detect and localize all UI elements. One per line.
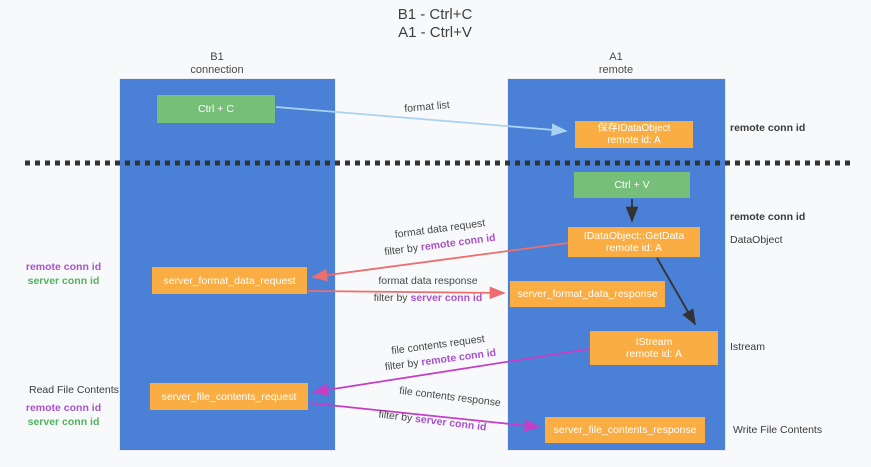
- node-ctrl-v: Ctrl + V: [574, 172, 690, 198]
- annotation-left-conn-ids-mid: remote conn id server conn id: [16, 261, 111, 288]
- label-filter-format-response: filter by server conn id: [353, 292, 503, 304]
- annotation-istream: Istream: [730, 341, 766, 353]
- getdata-to-istream-arrow: [656, 257, 696, 326]
- node-idataobject-getdata: IDataObject::GetData remote id: A: [568, 227, 700, 257]
- lifeline-b1-role: connection: [190, 64, 244, 76]
- lifeline-header-b1: B1 connection: [142, 51, 292, 77]
- annotation-read-file-contents: Read File Contents: [29, 384, 119, 396]
- title-line-1: B1 - Ctrl+C: [397, 6, 473, 23]
- node-file-request-label: server_file_contents_request: [161, 390, 297, 403]
- lifeline-header-a1: A1 remote: [541, 51, 691, 77]
- node-ctrl-c: Ctrl + C: [157, 95, 275, 123]
- lifeline-a1-name: A1: [609, 51, 623, 63]
- node-server-file-contents-response: server_file_contents_response: [545, 417, 705, 443]
- format-list-arrow: [275, 106, 568, 137]
- annotation-remote-conn-id-mid: remote conn id: [730, 211, 806, 223]
- annotation-remote-conn-id-top: remote conn id: [730, 122, 806, 134]
- file-contents-request-arrow: [312, 348, 590, 396]
- node-getdata-line1: IDataObject::GetData: [583, 230, 685, 242]
- server-conn-id-text: server conn id: [410, 292, 483, 304]
- annotation-dataobject: DataObject: [730, 234, 783, 246]
- label-format-data-response: format data response: [378, 275, 478, 287]
- node-server-format-data-request: server_format_data_request: [152, 267, 307, 294]
- node-server-format-data-response: server_format_data_response: [510, 281, 665, 307]
- format-data-request-arrow: [311, 242, 569, 282]
- node-format-request-label: server_format_data_request: [163, 274, 296, 287]
- annotation-left-remote-conn-id: remote conn id: [25, 261, 102, 273]
- node-istream-line1: IStream: [635, 336, 673, 348]
- node-getdata-line2: remote id: A: [605, 242, 663, 254]
- annotation-write-file-contents: Write File Contents: [733, 424, 823, 436]
- node-ctrl-v-label: Ctrl + V: [614, 179, 650, 191]
- node-istream-line2: remote id: A: [625, 348, 683, 360]
- format-data-response-arrow: [307, 286, 506, 300]
- node-server-file-contents-request: server_file_contents_request: [150, 383, 308, 410]
- node-file-response-label: server_file_contents_response: [553, 424, 697, 436]
- node-save-dataobject-line2: remote id: A: [607, 134, 661, 146]
- filter-by-text: filter by: [373, 292, 411, 304]
- annotation-left-server-conn-id: server conn id: [27, 415, 100, 428]
- node-save-dataobject-line1: 保存IDataObject: [597, 123, 671, 134]
- node-save-dataobject: 保存IDataObject remote id: A: [575, 121, 693, 148]
- annotation-left-server-conn-id: server conn id: [27, 274, 100, 287]
- node-istream: IStream remote id: A: [590, 331, 718, 365]
- node-ctrl-c-label: Ctrl + C: [198, 103, 234, 115]
- annotation-left-conn-ids-bottom: remote conn id server conn id: [16, 402, 111, 429]
- file-contents-response-arrow: [308, 402, 541, 432]
- title-line-2: A1 - Ctrl+V: [398, 24, 472, 41]
- annotation-left-remote-conn-id: remote conn id: [25, 402, 102, 414]
- node-format-response-label: server_format_data_response: [517, 288, 658, 300]
- diagram-title: B1 - Ctrl+C A1 - Ctrl+V: [330, 6, 540, 42]
- lifeline-b1-name: B1: [210, 51, 224, 63]
- lifeline-a1-role: remote: [598, 64, 634, 76]
